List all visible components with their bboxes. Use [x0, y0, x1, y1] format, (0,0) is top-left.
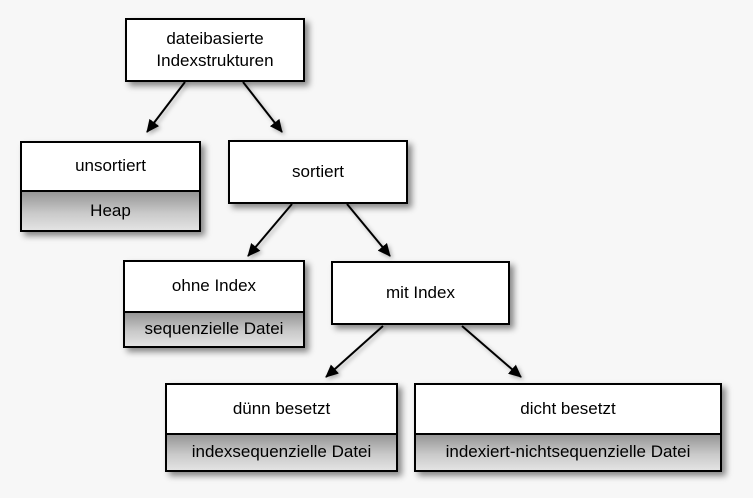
- node-duenn-besetzt: dünn besetzt indexsequenzielle Datei: [165, 383, 398, 472]
- edge-sortiert-mit-index-arrow: [346, 203, 391, 257]
- node-sublabel: Heap: [22, 190, 199, 230]
- node-sublabel: indexsequenzielle Datei: [167, 433, 396, 470]
- node-label: mit Index: [386, 282, 455, 302]
- node-dicht-besetzt: dicht besetzt indexiert-nichtsequenziell…: [414, 383, 722, 472]
- node-sortiert: sortiert: [228, 140, 408, 204]
- edge-root-unsortiert-arrow: [146, 81, 186, 133]
- node-ohne-index: ohne Index sequenzielle Datei: [123, 260, 305, 348]
- node-sublabel: sequenzielle Datei: [125, 311, 303, 346]
- node-label: unsortiert: [75, 156, 146, 176]
- edge-mit-index-duenn-besetzt-arrow: [325, 325, 384, 378]
- node-unsortiert: unsortiert Heap: [20, 141, 201, 232]
- node-label: dicht besetzt: [520, 398, 616, 418]
- edge-mit-index-dicht-besetzt-arrow: [461, 325, 522, 378]
- node-label: dünn besetzt: [232, 398, 331, 418]
- node-label: dateibasierte Indexstrukturen: [156, 28, 274, 70]
- node-dateibasierte-indexstrukturen: dateibasierte Indexstrukturen: [125, 18, 305, 82]
- node-label: ohne Index: [171, 276, 257, 296]
- edge-sortiert-ohne-index-arrow: [247, 203, 293, 257]
- edge-root-sortiert-arrow: [242, 81, 283, 133]
- node-sublabel: indexiert-nichtsequenzielle Datei: [416, 433, 720, 470]
- node-mit-index: mit Index: [331, 261, 510, 325]
- node-label: sortiert: [292, 161, 344, 181]
